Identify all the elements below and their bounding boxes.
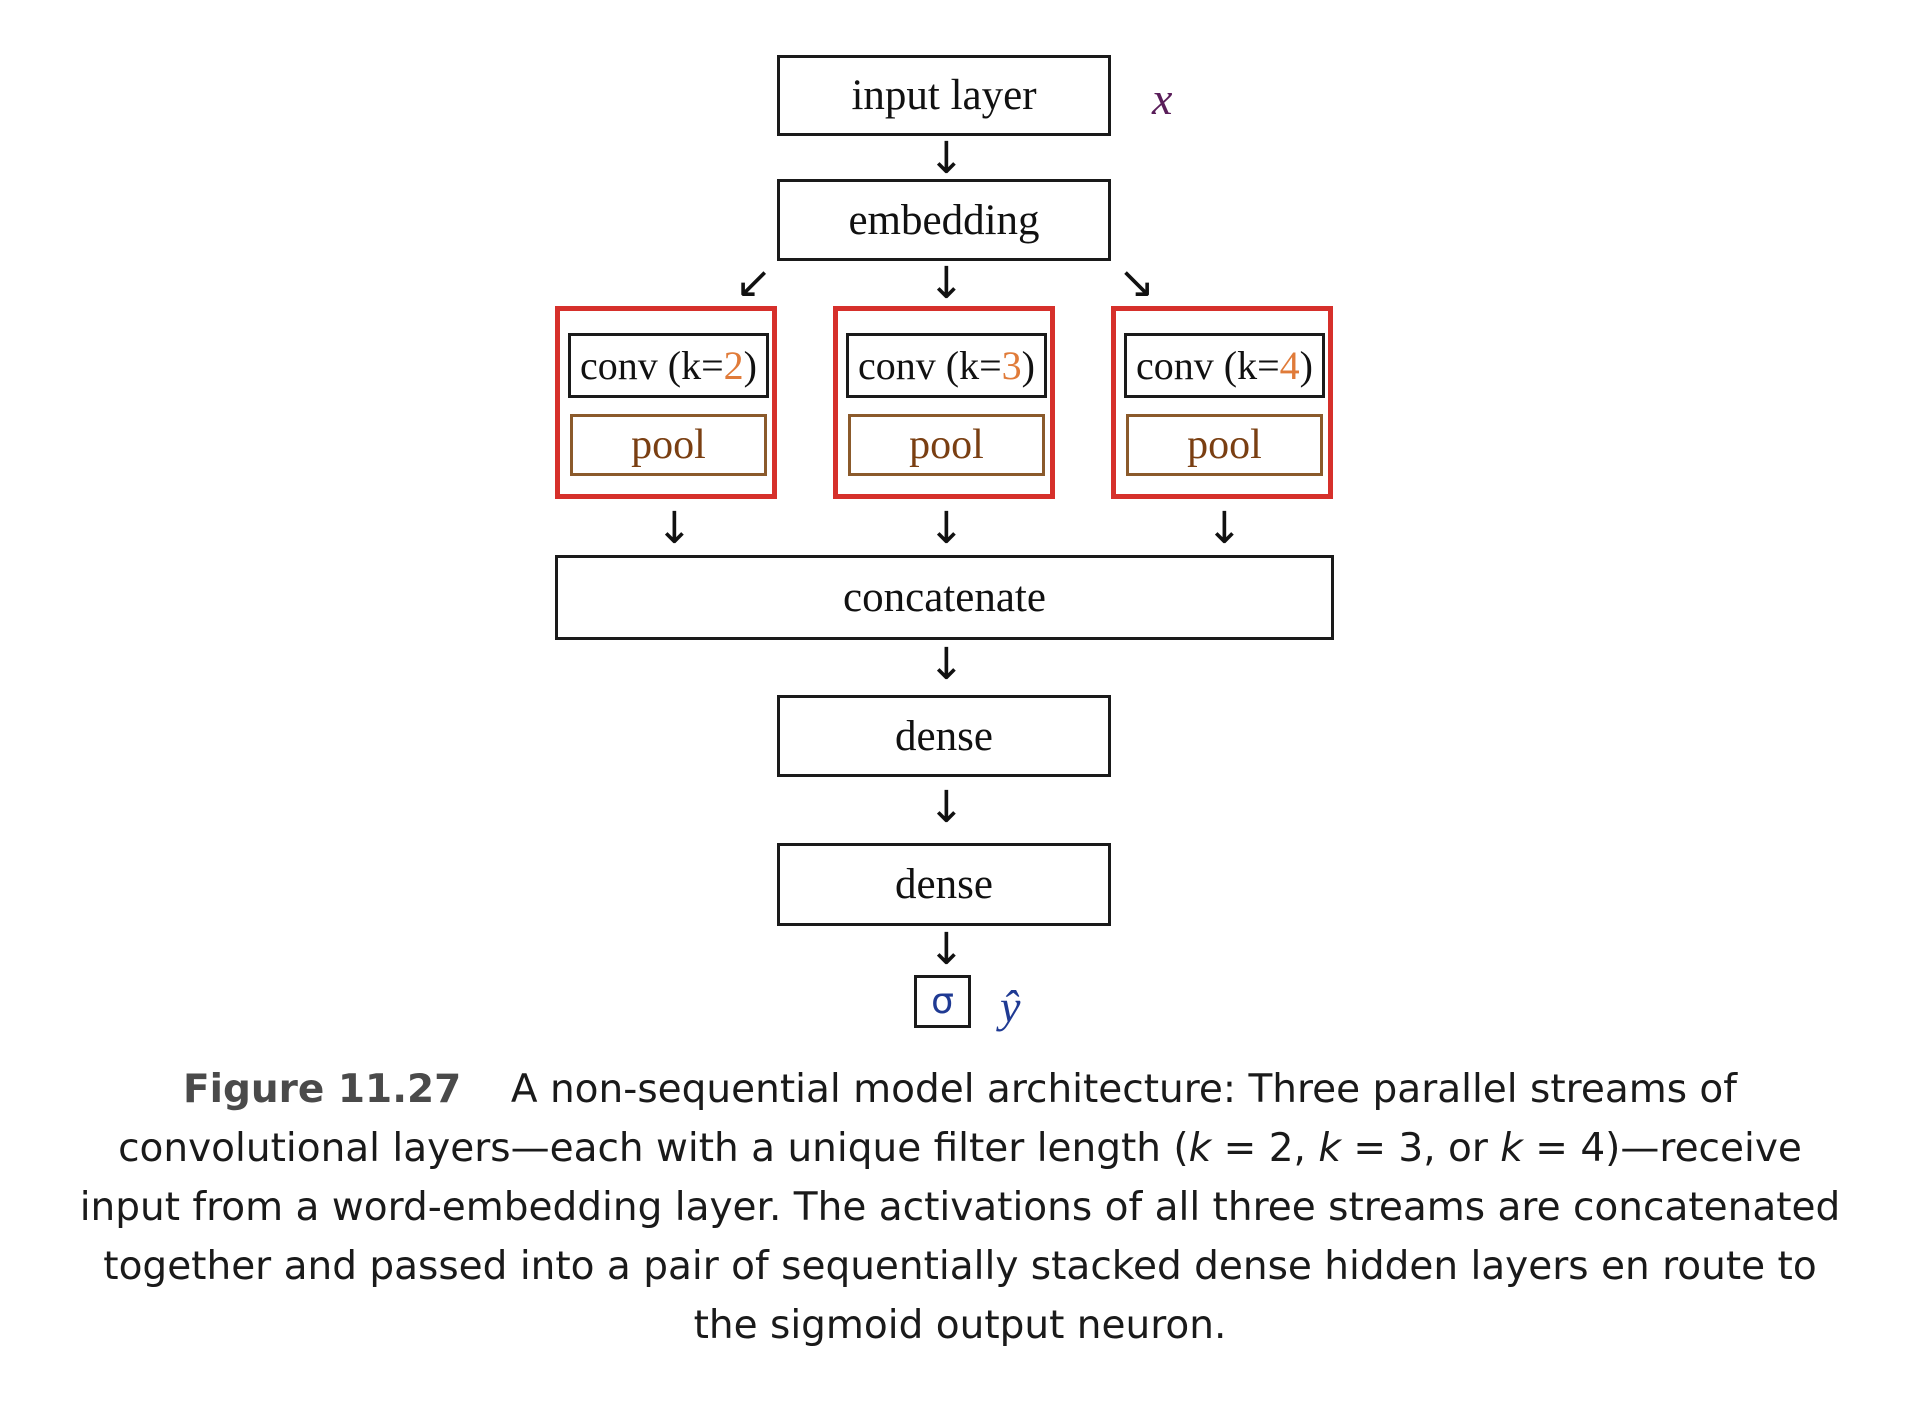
pool-label: pool: [631, 422, 706, 468]
arrow-stream-3-to-concatenate: ↓: [1206, 503, 1243, 554]
conv-k4-box: conv (k=4): [1124, 333, 1325, 398]
filter-length-value: 4: [1279, 343, 1300, 388]
conv-k3-box: conv (k=3): [846, 333, 1047, 398]
caption-k-eq: = 2,: [1211, 1126, 1319, 1171]
sigmoid-symbol: σ: [931, 981, 954, 1022]
arrow-stream-2-to-concatenate: ↓: [928, 503, 965, 554]
input-symbol: x: [1152, 73, 1173, 124]
conv-prefix: conv (k=: [858, 343, 1002, 388]
dense-1-label: dense: [895, 712, 993, 760]
caption-line-4: together and passed into a pair of seque…: [103, 1244, 1817, 1289]
arrow-dense-1-to-dense-2: ↓: [928, 782, 965, 833]
figure-caption: Figure 11.27 A non-sequential model arch…: [60, 1060, 1860, 1355]
arrow-embedding-to-stream-1: ↙: [735, 257, 772, 308]
dense-2-box: dense: [777, 843, 1111, 926]
pool-label: pool: [909, 422, 984, 468]
input-layer-box: input layer: [777, 55, 1111, 136]
conv-suffix: ): [743, 343, 757, 388]
conv-suffix: ): [1021, 343, 1035, 388]
caption-k-var: k: [1318, 1126, 1341, 1171]
caption-line-2: convolutional layers—each with a unique …: [60, 1119, 1860, 1178]
pool-box-2: pool: [848, 414, 1045, 476]
concatenate-label: concatenate: [843, 574, 1046, 621]
caption-k-eq: = 4)—receive: [1522, 1126, 1802, 1171]
arrow-embedding-to-stream-2: ↓: [928, 258, 965, 309]
conv-stream-1: conv (k=2) pool: [555, 306, 777, 499]
conv-stream-2: conv (k=3) pool: [833, 306, 1055, 499]
conv-stream-3: conv (k=4) pool: [1111, 306, 1333, 499]
input-layer-label: input layer: [851, 72, 1037, 119]
embedding-box: embedding: [777, 179, 1111, 261]
conv-k2-box: conv (k=2): [568, 333, 769, 398]
caption-k-var: k: [1500, 1126, 1523, 1171]
caption-k-var: k: [1188, 1126, 1212, 1171]
caption-line-3: input from a word-embedding layer. The a…: [79, 1185, 1841, 1230]
arrow-input-to-embedding: ↓: [928, 133, 965, 184]
conv-suffix: ): [1299, 343, 1313, 388]
figure-label: Figure 11.27: [182, 1067, 462, 1112]
caption-line-1: Figure 11.27 A non-sequential model arch…: [60, 1060, 1860, 1119]
arrow-dense-2-to-output: ↓: [928, 924, 965, 975]
embedding-label: embedding: [848, 196, 1040, 244]
caption-k-eq: = 3, or: [1340, 1126, 1501, 1171]
dense-2-label: dense: [895, 861, 993, 908]
conv-prefix: conv (k=: [580, 343, 724, 388]
conv-prefix: conv (k=: [1136, 343, 1280, 388]
dense-1-box: dense: [777, 695, 1111, 777]
pool-box-1: pool: [570, 414, 767, 476]
arrow-embedding-to-stream-3: ↘: [1118, 257, 1155, 308]
pool-box-3: pool: [1126, 414, 1323, 476]
arrow-concatenate-to-dense-1: ↓: [928, 639, 965, 690]
arrow-stream-1-to-concatenate: ↓: [656, 503, 693, 554]
filter-length-value: 2: [723, 343, 744, 388]
pool-label: pool: [1187, 422, 1262, 468]
caption-text-1: A non-sequential model architecture: Thr…: [510, 1067, 1738, 1112]
filter-length-value: 3: [1001, 343, 1022, 388]
concatenate-box: concatenate: [555, 555, 1334, 640]
output-symbol: ŷ: [1000, 981, 1021, 1032]
caption-line-5: the sigmoid output neuron.: [693, 1303, 1227, 1348]
caption-text-2a: convolutional layers—each with a unique …: [118, 1126, 1189, 1171]
sigmoid-output-box: σ: [914, 975, 971, 1028]
